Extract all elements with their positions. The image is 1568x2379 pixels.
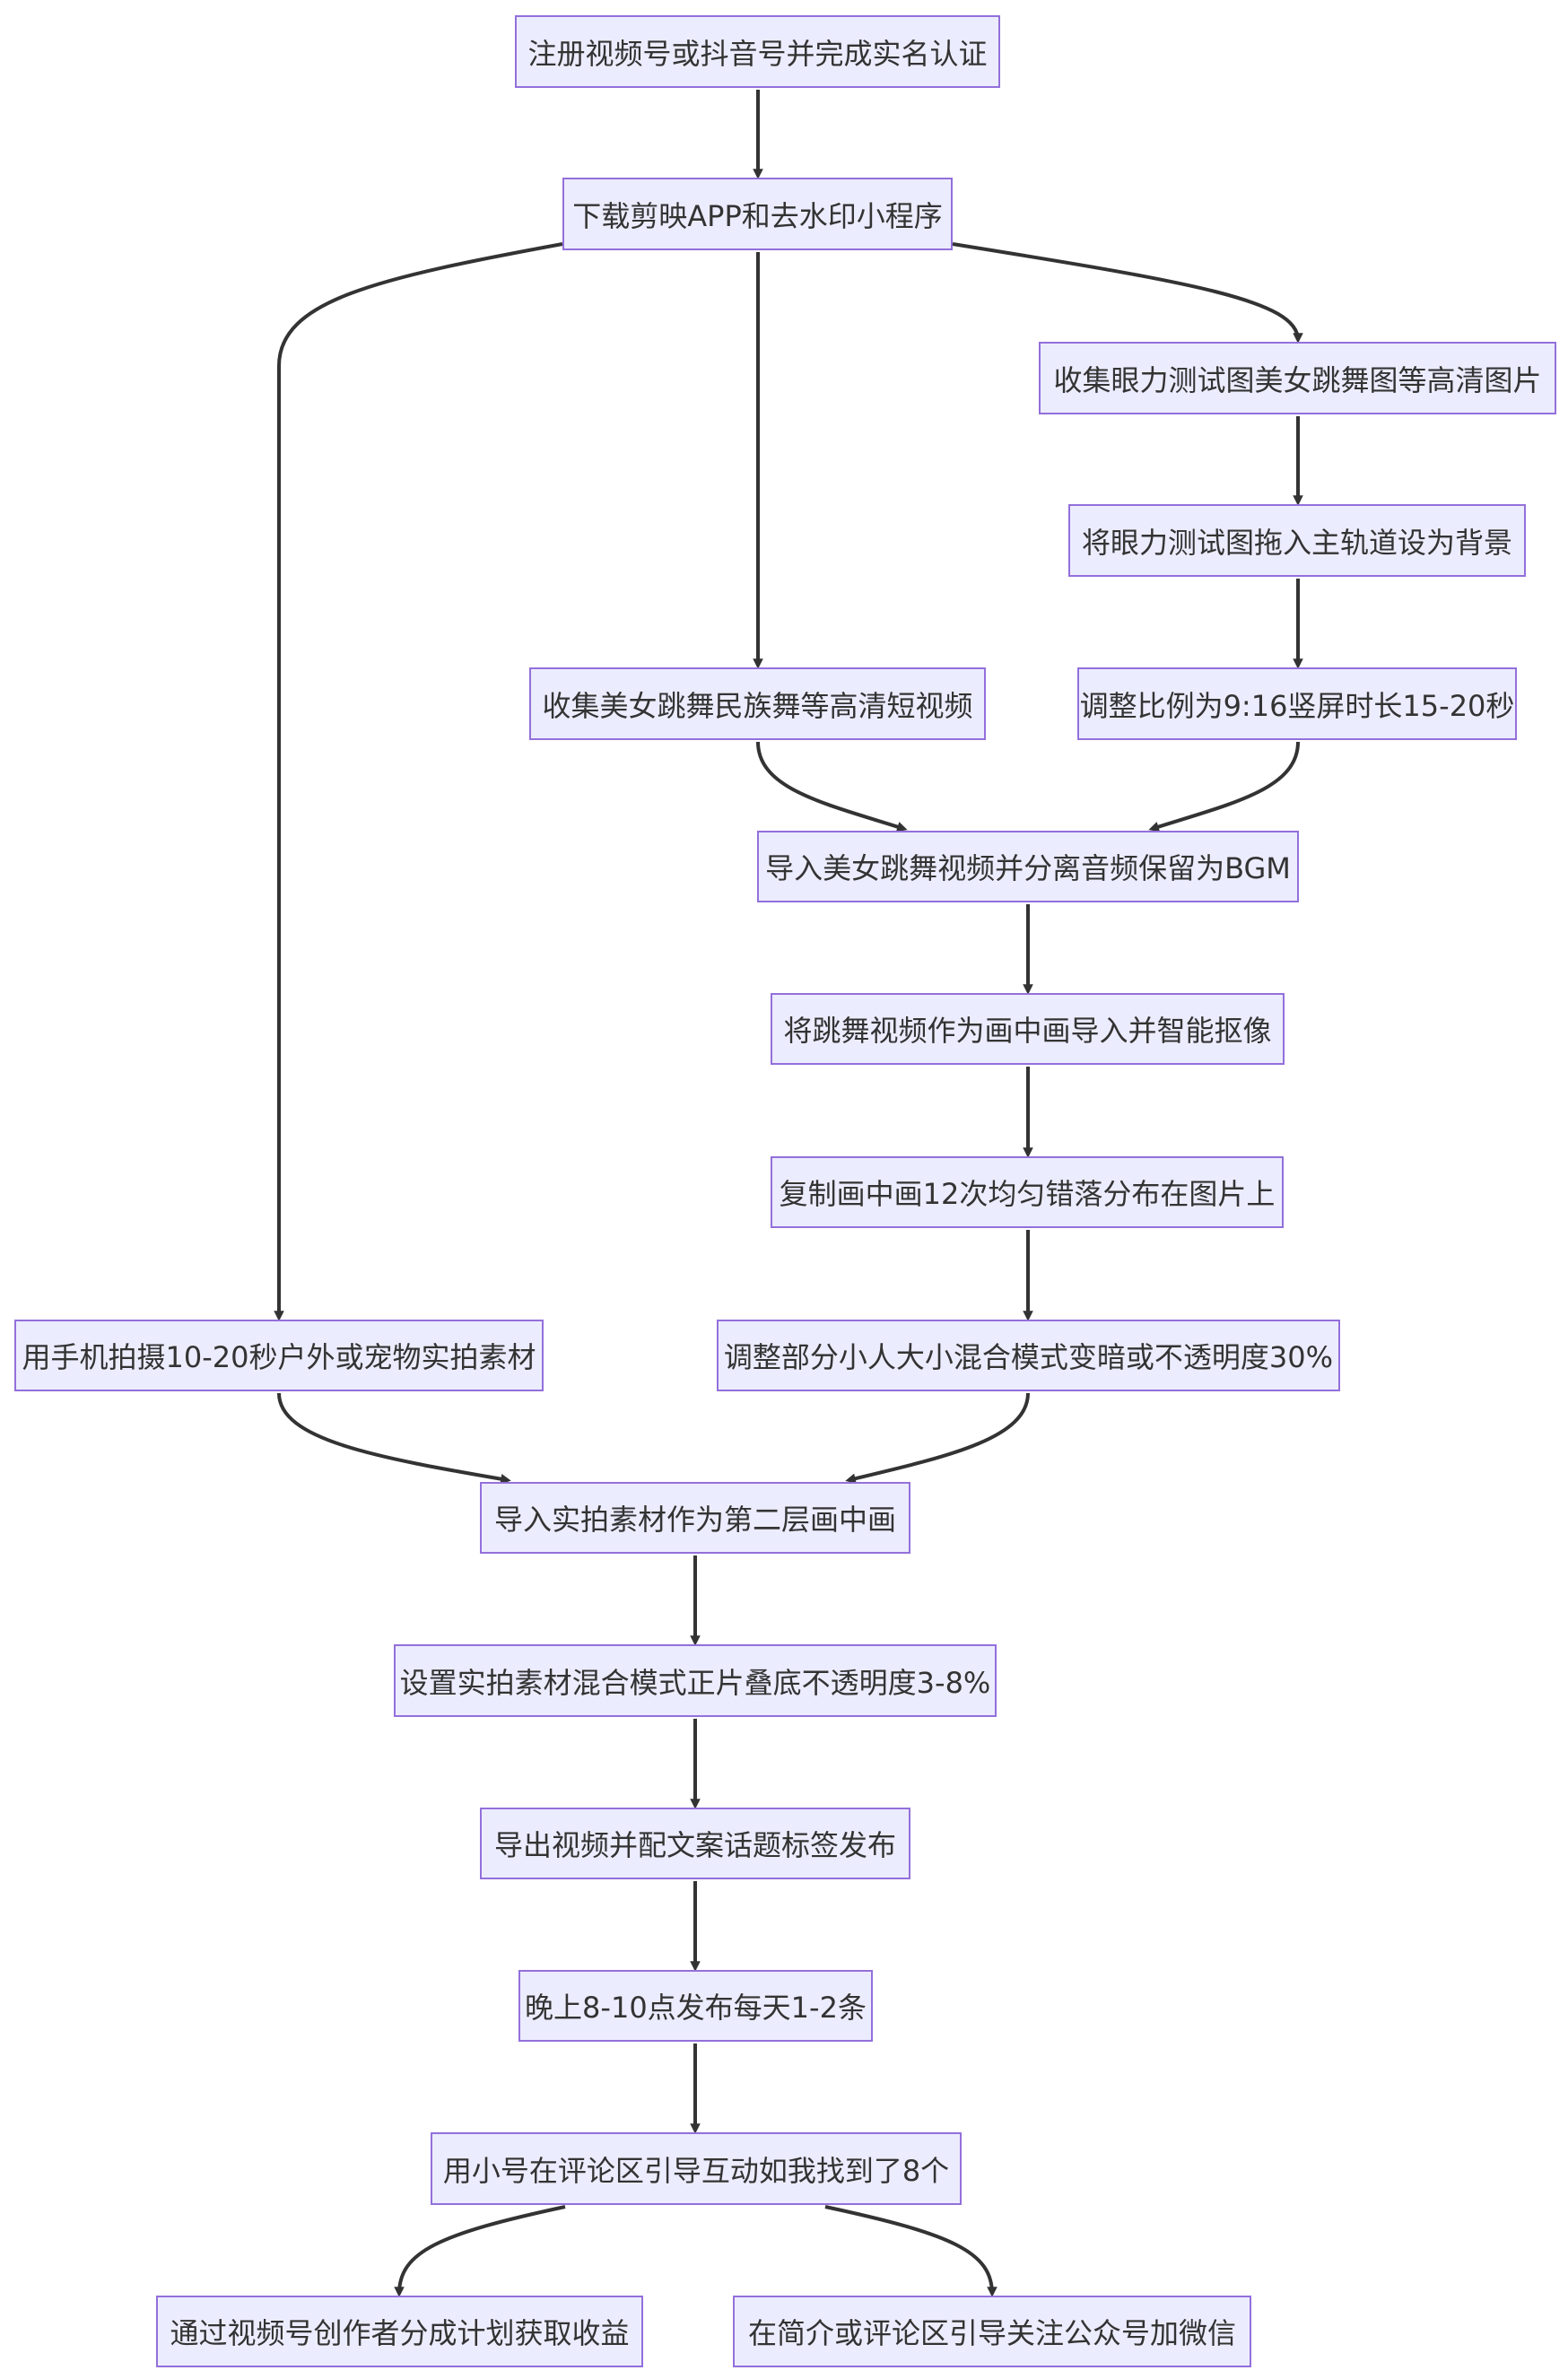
flow-node-duplicate-pip: 复制画中画12次均匀错落分布在图片上 (771, 1156, 1284, 1228)
flow-node-register-account: 注册视频号或抖音号并完成实名认证 (515, 15, 1000, 88)
edge-n2-n3 (952, 242, 1303, 344)
flow-node-comment-engagement: 用小号在评论区引导互动如我找到了8个 (431, 2132, 962, 2205)
flow-node-creator-revenue: 通过视频号创作者分成计划获取收益 (156, 2296, 643, 2367)
edge-n5-n7 (756, 741, 908, 832)
flow-node-export-publish: 导出视频并配文案话题标签发布 (480, 1808, 910, 1879)
flow-node-collect-images: 收集眼力测试图美女跳舞图等高清图片 (1039, 342, 1556, 414)
flow-node-download-apps: 下载剪映APP和去水印小程序 (562, 178, 953, 250)
flow-node-shoot-footage: 用手机拍摄10-20秒户外或宠物实拍素材 (14, 1320, 544, 1391)
flow-node-import-second-layer: 导入实拍素材作为第二层画中画 (480, 1482, 910, 1554)
edge-n6-n7 (1148, 741, 1300, 832)
flow-node-follow-official-account: 在简介或评论区引导关注公众号加微信 (733, 2296, 1251, 2367)
edge-n10-n12 (277, 1392, 511, 1485)
edge-n16-n18 (824, 2205, 997, 2297)
flow-node-set-multiply-blend: 设置实拍素材混合模式正片叠底不透明度3-8% (394, 1644, 997, 1717)
edge-n11-n12 (845, 1392, 1030, 1484)
flow-node-posting-schedule: 晚上8-10点发布每天1-2条 (518, 1970, 873, 2042)
flow-node-adjust-blend: 调整部分小人大小混合模式变暗或不透明度30% (717, 1320, 1340, 1391)
flow-node-import-dance-video: 导入美女跳舞视频并分离音频保留为BGM (757, 831, 1299, 902)
flow-node-set-background: 将眼力测试图拖入主轨道设为背景 (1068, 504, 1526, 577)
flow-node-adjust-ratio: 调整比例为9:16竖屏时长15-20秒 (1077, 667, 1517, 740)
flow-node-collect-videos: 收集美女跳舞民族舞等高清短视频 (529, 667, 986, 740)
edge-n2-n10 (274, 242, 563, 1321)
flow-node-pip-cutout: 将跳舞视频作为画中画导入并智能抠像 (771, 993, 1285, 1065)
edge-n16-n17 (394, 2205, 566, 2297)
